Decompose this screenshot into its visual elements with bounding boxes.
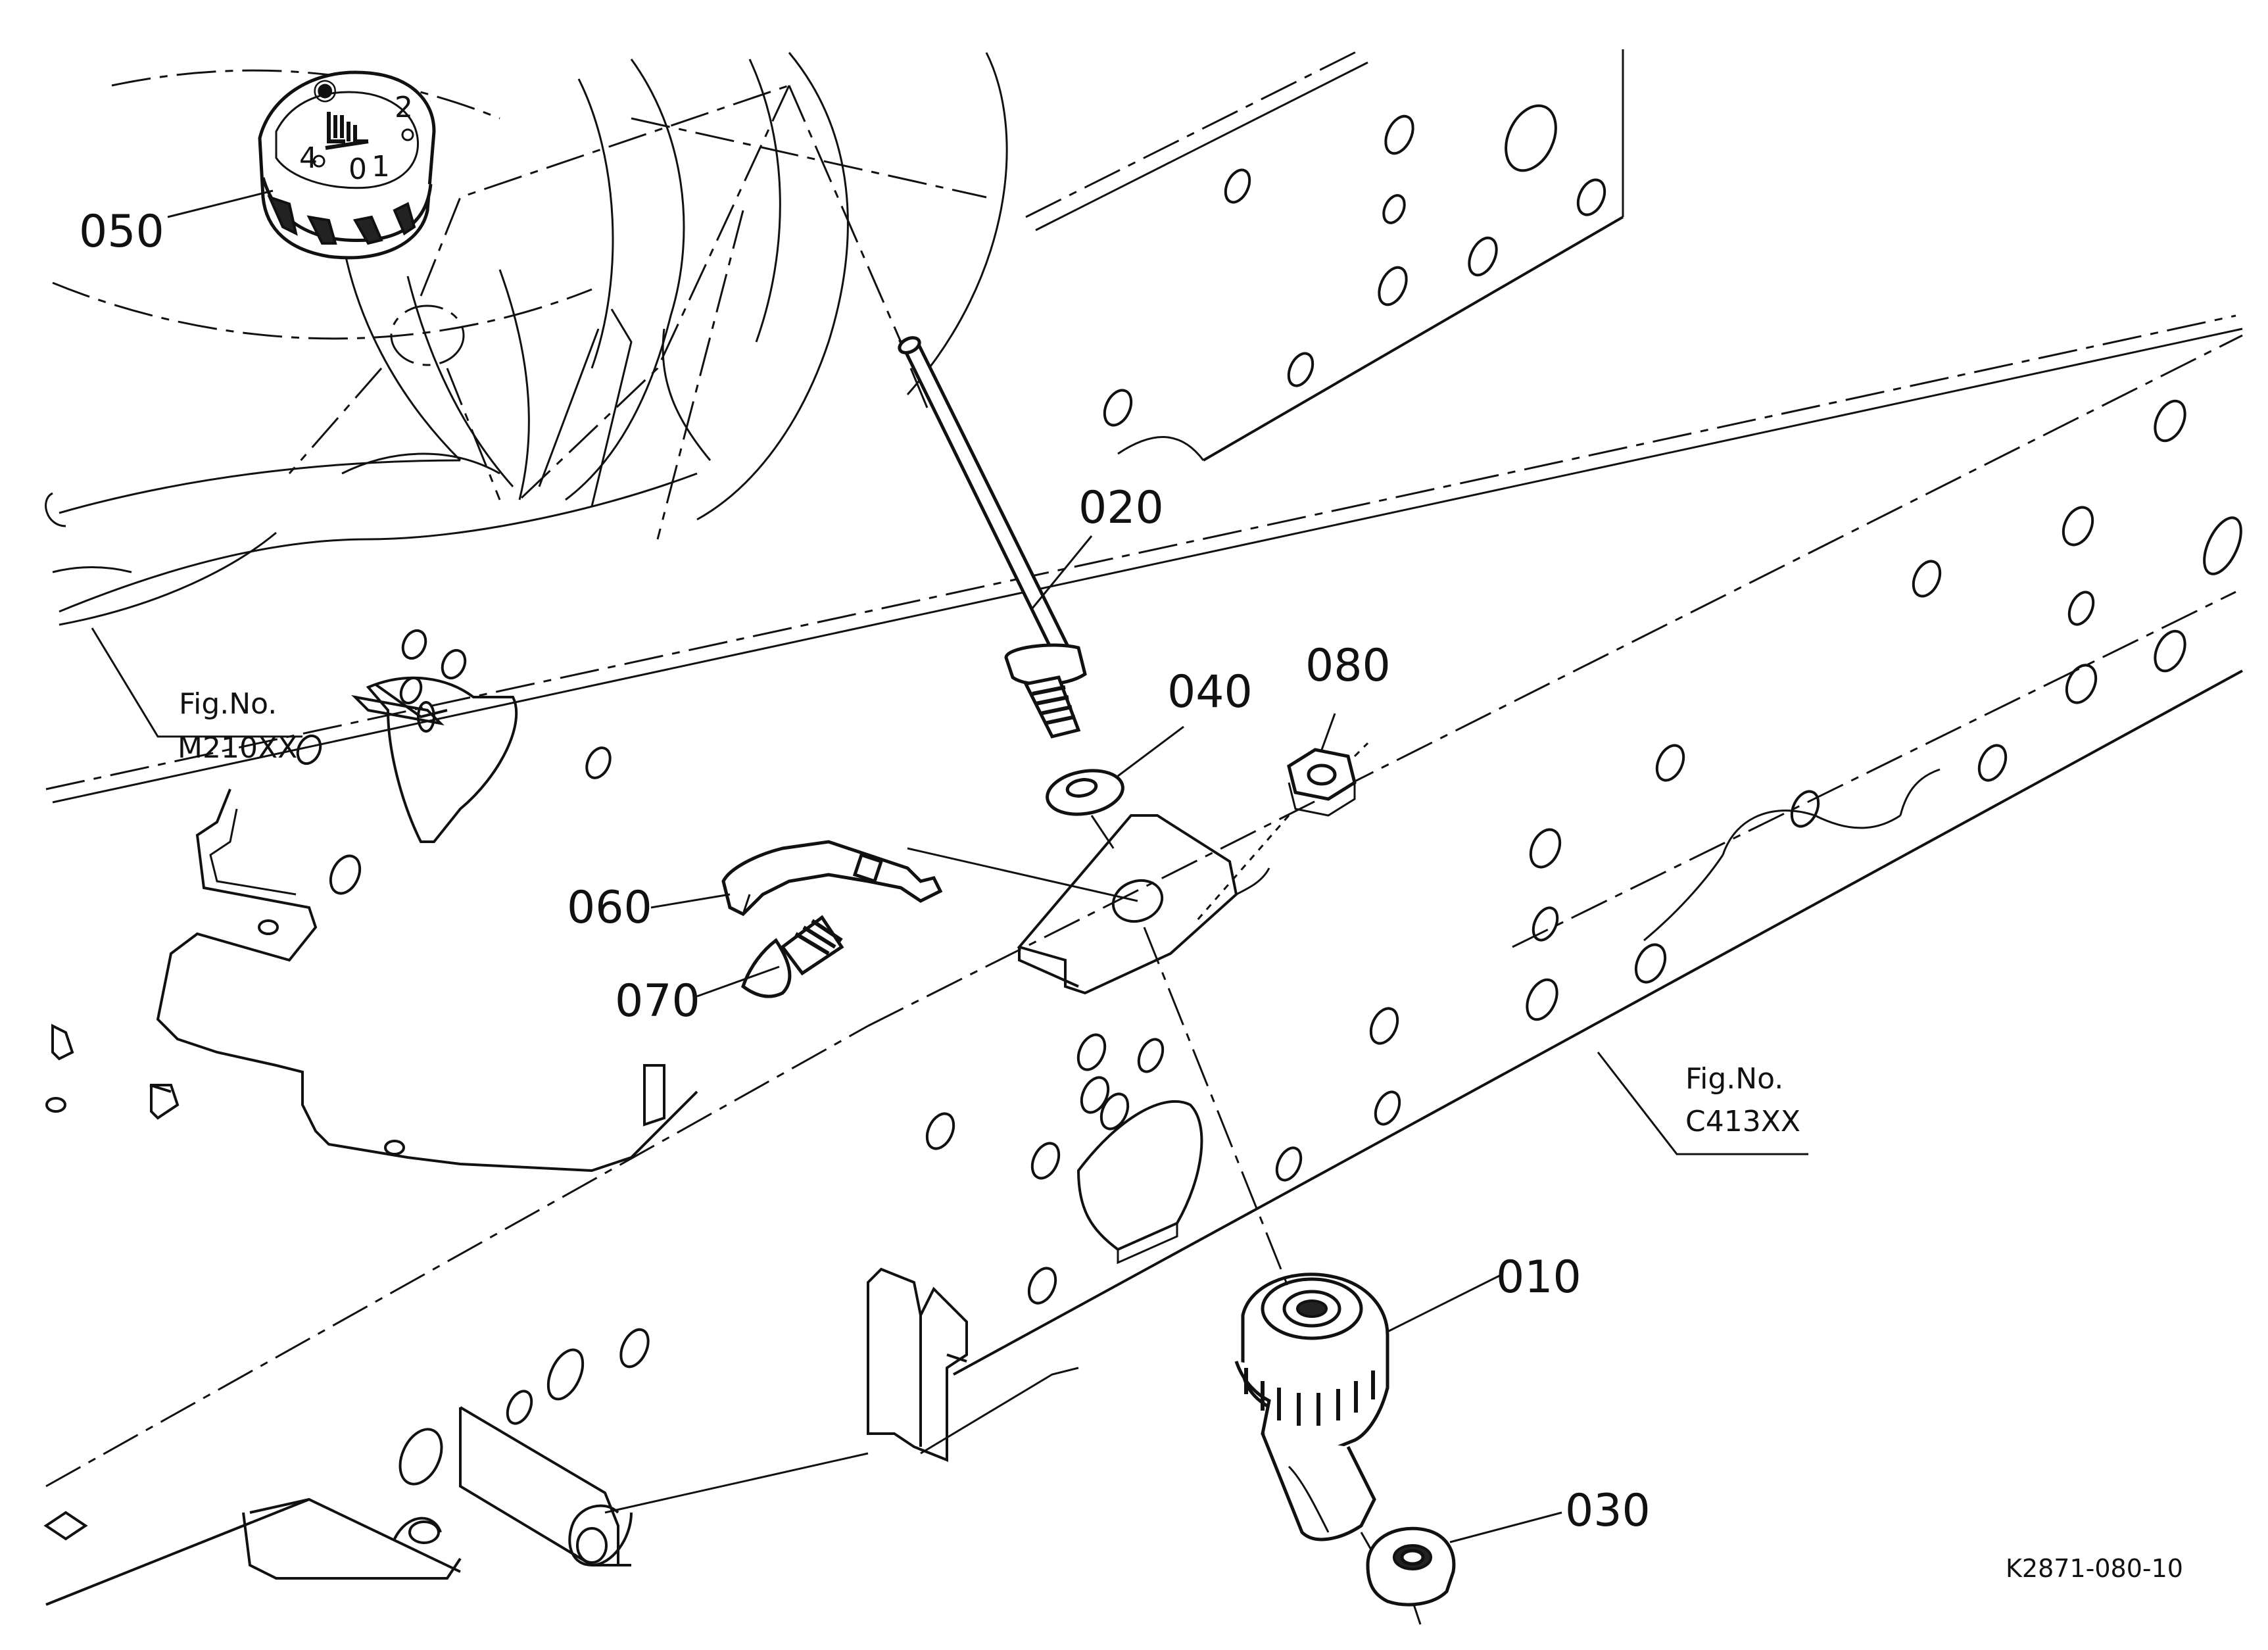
nut-center-line [1195,742,1369,921]
mounting-plate [907,814,1270,995]
dial-cap-050: ◉ 4 2 0 1 [258,70,436,260]
body-outline [45,52,1008,626]
leader-lines [91,189,1808,1543]
fig-ref-label-m210: Fig.No. [179,687,277,721]
dial-mark-a: ◉ [312,72,337,106]
callout-010: 010 [1496,1251,1581,1303]
callout-020: 020 [1078,482,1164,534]
knob-center-line [1143,927,1290,1290]
knob-assembly-010 [1234,1273,1389,1541]
callout-060: 060 [567,882,652,934]
washer-040 [1046,769,1124,816]
shaft-020 [898,336,1087,739]
clip-060 [721,840,943,917]
drawing-id: K2871-080-10 [2006,1554,2183,1583]
fig-ref-code-m210: M210XX [178,731,297,765]
screw-070 [741,915,844,998]
callout-040: 040 [1167,666,1253,718]
lower-bracket [242,1267,968,1580]
nut-030 [1366,1526,1456,1607]
dial-mark-1: 1 [372,150,390,183]
callout-050: 050 [79,206,164,258]
dial-mark-0: 0 [349,153,367,186]
flange-nut-080 [1287,748,1357,817]
shaft-center-line [788,85,902,343]
left-bracket [43,694,698,1541]
nut-lower-line [1412,1604,1422,1625]
fig-ref-code-c413: C413XX [1685,1105,1800,1138]
callout-080: 080 [1305,640,1391,692]
callout-070: 070 [615,975,700,1027]
dial-mark-2: 2 [395,91,413,124]
upper-frame-rail [1025,48,1624,462]
fig-ref-label-c413: Fig.No. [1685,1062,1783,1096]
callout-030: 030 [1565,1485,1651,1537]
washer-center-line [1090,815,1119,856]
main-frame-rail [45,314,2243,1606]
